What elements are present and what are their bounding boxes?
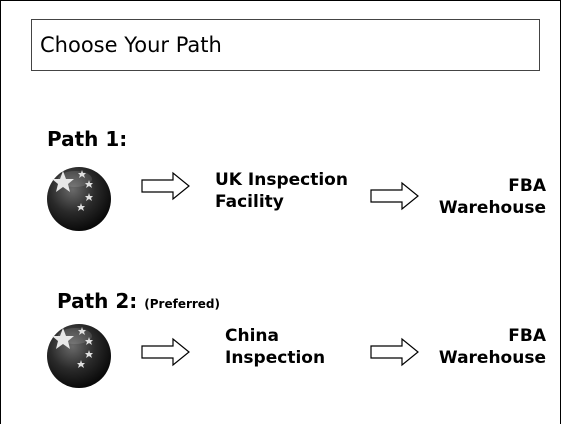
right-arrow-icon	[370, 181, 419, 211]
path-1-step-1: UK Inspection Facility	[215, 170, 348, 212]
path-2-step-1: China Inspection	[225, 326, 326, 368]
china-flag-globe-icon	[47, 324, 111, 388]
title-box: Choose Your Path	[31, 19, 540, 71]
path-2-step-2: FBA Warehouse	[438, 326, 546, 368]
preferred-note: (Preferred)	[144, 297, 221, 311]
china-flag-globe-icon	[47, 167, 111, 231]
path-1-label: Path 1:	[47, 127, 128, 151]
path-2-label: Path 2: (Preferred)	[57, 289, 221, 313]
right-arrow-icon	[370, 337, 419, 367]
right-arrow-icon	[141, 337, 190, 367]
right-arrow-icon	[141, 171, 190, 201]
path-1-step-2: FBA Warehouse	[438, 176, 546, 218]
slide-title: Choose Your Path	[40, 33, 222, 57]
